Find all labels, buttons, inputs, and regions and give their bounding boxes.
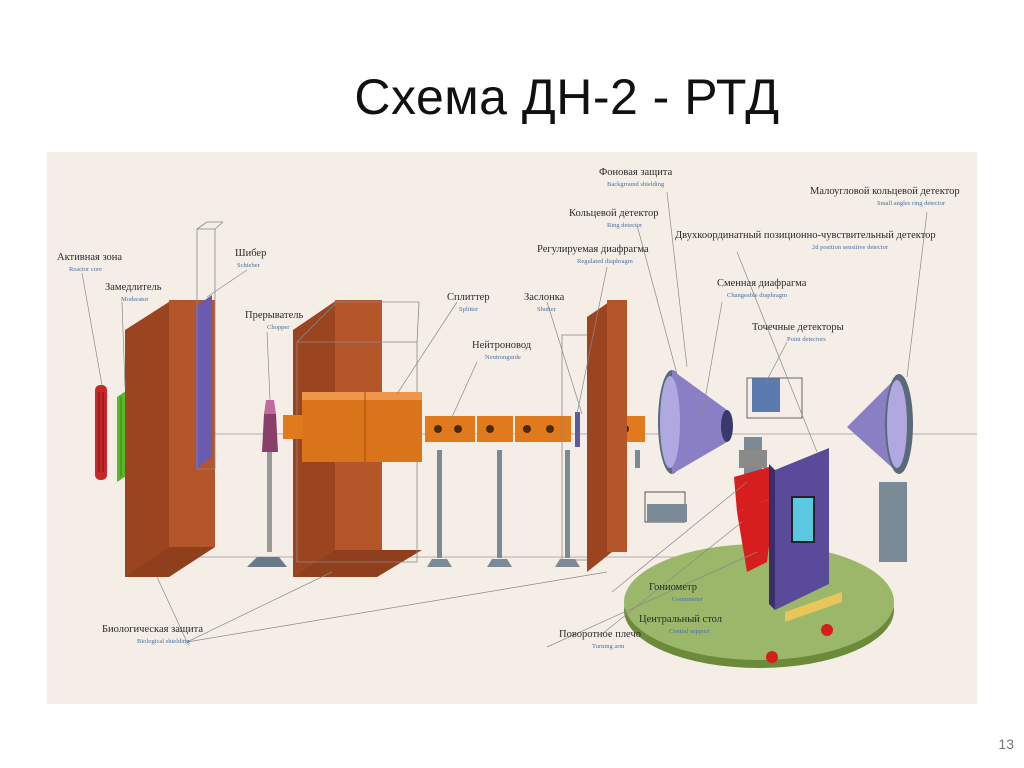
svg-text:Regulated diaphragm: Regulated diaphragm: [577, 258, 633, 265]
svg-text:Ring detector: Ring detector: [607, 222, 643, 229]
label-regulated-diaphragm: Регулируемая диафрагма Regulated diaphra…: [537, 244, 649, 265]
svg-text:Moderator: Moderator: [121, 296, 149, 303]
small-angle-detector: [847, 374, 913, 562]
svg-text:Central support: Central support: [669, 628, 709, 635]
schieber: [195, 221, 224, 470]
svg-text:Малоугловой кольцевой детектор: Малоугловой кольцевой детектор: [810, 186, 960, 197]
svg-text:Гониометр: Гониометр: [649, 582, 697, 593]
svg-text:Biological shielding: Biological shielding: [137, 638, 190, 645]
label-ring-detector: Кольцевой детектор Ring detector: [569, 208, 658, 229]
svg-text:Кольцевой детектор: Кольцевой детектор: [569, 208, 658, 219]
slide-title: Схема ДН-2 - РТД: [354, 69, 780, 125]
svg-text:Шибер: Шибер: [235, 248, 266, 259]
label-chopper: Прерыватель Chopper: [245, 310, 303, 331]
svg-text:Сплиттер: Сплиттер: [447, 292, 490, 303]
point-detectors: [746, 377, 803, 419]
psd-detector: [766, 448, 842, 663]
label-splitter: Сплиттер Splitter: [447, 292, 490, 313]
label-changeable-diaphragm: Сменная диафрагма Changeable diaphragm: [717, 278, 807, 299]
neutron-guide: [425, 416, 645, 442]
label-shutter: Заслонка Shutter: [524, 292, 565, 313]
svg-text:Регулируемая диафрагма: Регулируемая диафрагма: [537, 244, 649, 255]
svg-text:Goniometer: Goniometer: [672, 596, 704, 603]
label-psd: Двухкоординатный позиционно-чувствительн…: [675, 230, 936, 251]
reactor-core: [95, 385, 107, 480]
svg-text:Small angles ring detector: Small angles ring detector: [877, 200, 946, 207]
splitter-block: [283, 392, 422, 462]
label-small-angle: Малоугловой кольцевой детектор Small ang…: [810, 186, 960, 207]
page-number: 13: [998, 736, 1014, 752]
label-neutronguide: Нейтроновод Neutronguide: [472, 340, 532, 361]
label-central-support: Центральный стол Central support: [639, 614, 722, 635]
svg-text:Прерыватель: Прерыватель: [245, 310, 303, 321]
ring-detector: [644, 370, 733, 523]
label-schieber: Шибер Schieber: [235, 248, 266, 269]
label-moderator: Замедлитель Moderator: [105, 282, 162, 303]
label-background-shielding: Фоновая защита Background shielding: [599, 167, 673, 188]
svg-text:Chopper: Chopper: [267, 324, 290, 331]
svg-text:Фоновая защита: Фоновая защита: [599, 167, 673, 178]
svg-text:Центральный стол: Центральный стол: [639, 614, 722, 625]
guide-supports: [427, 450, 640, 567]
svg-text:Заслонка: Заслонка: [524, 292, 565, 303]
svg-text:Background shielding: Background shielding: [607, 181, 665, 188]
svg-text:Активная зона: Активная зона: [57, 252, 122, 263]
svg-text:Shutter: Shutter: [537, 306, 557, 313]
shielding-wall-3: [587, 300, 627, 572]
label-turning-arm: Поворотное плечо Turning arm: [559, 629, 641, 650]
svg-text:Точечные детекторы: Точечные детекторы: [752, 322, 844, 333]
label-point-detectors: Точечные детекторы Point detectors: [752, 322, 844, 343]
label-goniometer: Гониометр Goniometer: [649, 582, 704, 603]
svg-text:Двухкоординатный позиционно-чу: Двухкоординатный позиционно-чувствительн…: [675, 230, 936, 241]
svg-text:Замедлитель: Замедлитель: [105, 282, 162, 293]
chopper: [247, 400, 287, 567]
label-reactor-core: Активная зона Reactor core: [57, 252, 122, 273]
svg-text:Биологическая защита: Биологическая защита: [102, 624, 203, 635]
svg-text:Сменная диафрагма: Сменная диафрагма: [717, 278, 807, 289]
svg-text:Schieber: Schieber: [237, 262, 261, 269]
svg-text:Point detectors: Point detectors: [787, 336, 826, 343]
svg-text:Reactor core: Reactor core: [69, 266, 102, 273]
instrument-schematic: Активная зона Reactor core Замедлитель M…: [57, 167, 977, 668]
svg-text:2d position sensitive detector: 2d position sensitive detector: [812, 244, 889, 251]
svg-text:Нейтроновод: Нейтроновод: [472, 340, 532, 351]
svg-text:Поворотное плечо: Поворотное плечо: [559, 629, 641, 640]
label-biological-shielding: Биологическая защита Biological shieldin…: [102, 624, 203, 645]
svg-text:Splitter: Splitter: [459, 306, 479, 313]
leader-lines: [81, 191, 928, 648]
svg-text:Turning arm: Turning arm: [592, 643, 624, 650]
goniometer: [734, 437, 775, 572]
svg-text:Neutronguide: Neutronguide: [485, 354, 521, 361]
instrument-diagram: Активная зона Reactor core Замедлитель M…: [47, 152, 977, 704]
svg-text:Changeable diaphragm: Changeable diaphragm: [727, 292, 787, 299]
